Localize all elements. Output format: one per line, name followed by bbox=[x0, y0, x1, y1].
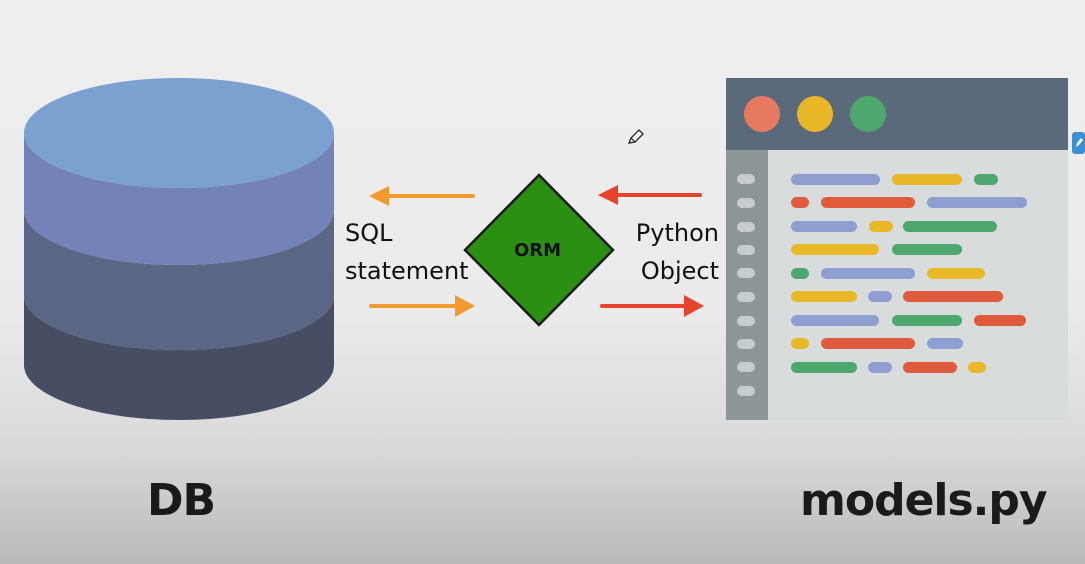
db-layer-bottom bbox=[24, 295, 334, 420]
code-lines bbox=[791, 174, 1027, 373]
python-label-line2: Object bbox=[640, 257, 719, 285]
sql-label-line2: statement bbox=[345, 257, 469, 285]
python-label-line1: Python bbox=[635, 219, 719, 247]
python-object-label: Python Object bbox=[631, 214, 719, 290]
python-arrow-right bbox=[600, 295, 704, 317]
sql-arrow-left bbox=[369, 186, 475, 206]
sql-arrow-right bbox=[369, 295, 475, 317]
python-arrow-left bbox=[598, 185, 702, 205]
pencil-cursor-icon bbox=[627, 129, 644, 144]
gutter-markers bbox=[737, 174, 755, 396]
sql-label-line1: SQL bbox=[345, 219, 393, 247]
database-cylinder bbox=[24, 78, 334, 420]
window-dot-green bbox=[850, 96, 886, 132]
gutter bbox=[726, 150, 768, 420]
orm-label: ORM bbox=[514, 240, 562, 261]
window-dot-red bbox=[744, 96, 780, 132]
db-layer-third bbox=[24, 210, 334, 350]
window-dot-yellow bbox=[797, 96, 833, 132]
models-caption: models.py bbox=[800, 475, 1048, 526]
sql-statement-label: SQL statement bbox=[345, 214, 469, 290]
editor-area bbox=[726, 150, 1068, 420]
db-layer-second bbox=[24, 133, 334, 265]
title-bar bbox=[726, 78, 1068, 150]
code-window bbox=[726, 78, 1068, 420]
db-caption: DB bbox=[147, 475, 216, 526]
db-top bbox=[24, 78, 334, 188]
orm-diamond bbox=[463, 173, 615, 327]
side-tab-icon[interactable] bbox=[1072, 132, 1085, 154]
